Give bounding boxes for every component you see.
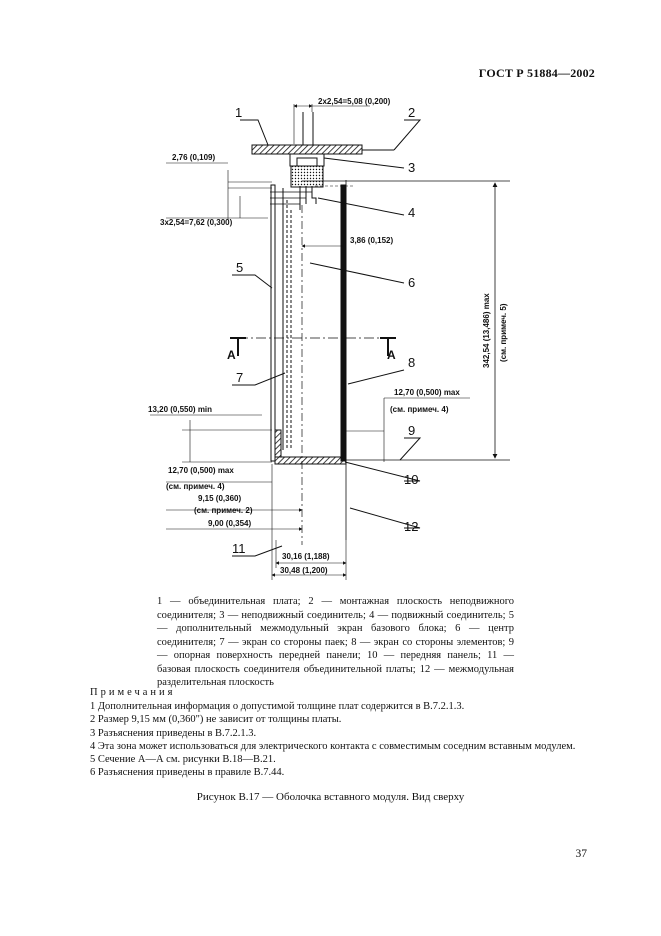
component-side-shield [340, 184, 347, 462]
legend-item-11: 11 — базовая плоскость соединителя объед… [157, 650, 514, 675]
figure-caption: Рисунок В.17 — Оболочка вставного модуля… [196, 791, 465, 803]
document-header: ГОСТ Р 51884—2002 [478, 66, 595, 80]
legend-item-9: 9 — опорная поверхность передней панели; [157, 636, 514, 662]
dim-900: 9,00 (0,354) [208, 519, 251, 528]
dim-3048: 30,48 (1,200) [280, 566, 328, 575]
dim-1270-right: 12,70 (0,500) max [394, 388, 460, 397]
dim-pitch3: 3x2,54=7,62 (0,300) [160, 218, 233, 227]
note-5: 5 Сечение А—А см. рисунки В.18—В.21. [90, 754, 276, 766]
dim-1270-right-note: (см. примеч. 4) [390, 405, 449, 414]
dim-1320: 13,20 (0,550) min [148, 405, 212, 414]
leader-4 [317, 197, 405, 216]
dim-915-note: (см. примеч. 2) [194, 506, 253, 515]
notes-section: Примечания 1 Дополнительная информация о… [90, 686, 602, 779]
callout-5: 5 [236, 260, 243, 275]
notes-heading: Примечания [90, 687, 176, 698]
leader-8 [347, 369, 405, 385]
front-panel [274, 456, 347, 465]
module-left-outer [270, 184, 276, 462]
legend-item-10: 10 — передняя панель; [366, 650, 488, 661]
callout-11: 11 [232, 541, 246, 556]
figure-legend: 1 — объединительная плата; 2 — монтажная… [157, 595, 514, 690]
note-3: 3 Разъяснения приведены в В.7.2.1.3. [90, 727, 257, 739]
callout-12: 12 [404, 519, 418, 534]
legend-item-8: 8 — экран со стороны элементов; [351, 636, 509, 648]
section-mark-left: А [227, 348, 236, 362]
leader-11 [232, 545, 283, 557]
legend-item-2: 2 — монтажная плоскость неподвижного сое… [157, 596, 514, 621]
connector-body [290, 165, 324, 188]
leader-7 [232, 372, 286, 386]
note-6: 6 Разъяснения приведены в правиле В.7.44… [90, 767, 285, 779]
dim-height-main: 342,54 (13,486) max [482, 293, 491, 368]
legend-item-12: 12 — межмодульная разделительная плоскос… [157, 663, 515, 689]
callout-3: 3 [408, 160, 415, 175]
callout-8: 8 [408, 355, 415, 370]
technical-drawing: 1 2 3 4 5 6 7 8 9 10 11 12 А А 2x2,54=5,… [148, 97, 510, 580]
note-4: 4 Эта зона может использоваться для элек… [90, 740, 576, 752]
leader-6 [309, 262, 405, 284]
dim-3016: 30,16 (1,188) [282, 552, 330, 561]
leader-2 [393, 119, 422, 151]
callout-10: 10 [404, 472, 418, 487]
dim-386: 3,86 (0,152) [350, 236, 393, 245]
dim-915: 9,15 (0,360) [198, 494, 241, 503]
callout-2: 2 [408, 105, 415, 120]
leader-5 [232, 274, 273, 289]
callout-7: 7 [236, 370, 243, 385]
legend-item-3: 3 — неподвижный соединитель; [219, 609, 370, 621]
legend-item-6: 6 — центр соединителя; [157, 623, 514, 648]
dim-1270-left: 12,70 (0,500) max [168, 466, 234, 475]
callout-4: 4 [408, 205, 415, 220]
legend-item-7: 7 — экран со стороны паек; [219, 636, 352, 648]
leader-1 [240, 119, 269, 146]
note-2: 2 Размер 9,15 мм (0,360") не зависит от … [90, 714, 342, 726]
dim-1270-left-note: (см. примеч. 4) [166, 482, 225, 491]
dim-top-pitch: 2x2,54=5,08 (0,200) [318, 97, 391, 106]
section-mark-right: А [387, 348, 396, 362]
legend-item-1: 1 — объединительная плата; [157, 596, 309, 607]
callout-6: 6 [408, 275, 415, 290]
leader-3 [323, 157, 405, 169]
dim-276: 2,76 (0,109) [172, 153, 215, 162]
leader-10 [344, 461, 421, 482]
backplane-plate [251, 144, 363, 155]
dim-height-note: (см. примеч. 5) [499, 303, 508, 362]
legend-item-5: 5 — дополнительный межмодульный экран ба… [157, 609, 514, 635]
page-number: 37 [575, 848, 588, 860]
callout-9: 9 [408, 423, 415, 438]
legend-item-4: 4 — подвижный соединитель; [369, 609, 509, 621]
callout-1: 1 [235, 105, 242, 120]
leader-12 [349, 507, 421, 529]
leader-9 [399, 437, 422, 461]
note-1: 1 Дополнительная информация о допустимой… [90, 701, 465, 713]
